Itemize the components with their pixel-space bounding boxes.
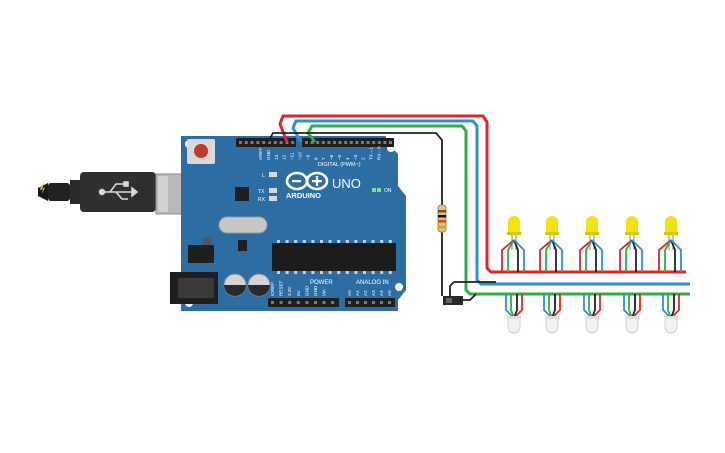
- led-rx-indicator: [269, 196, 277, 201]
- arduino-logo: [285, 171, 329, 191]
- wire-red-main[interactable]: [278, 114, 686, 274]
- led-tx-label: TX: [258, 189, 265, 195]
- pin-label: 5V: [296, 289, 301, 296]
- pin-label: TX→1: [369, 147, 374, 160]
- led-wires-top[interactable]: [658, 239, 682, 272]
- resistor[interactable]: [437, 204, 447, 233]
- pin-label: 7: [321, 157, 326, 160]
- digital-header-label: DIGITAL (PWM~): [318, 162, 361, 168]
- led-tx-indicator: [269, 188, 277, 193]
- atmega-chip: [272, 240, 396, 274]
- analog-label: ANALOG IN: [356, 280, 389, 286]
- usb-chip: [235, 187, 249, 201]
- led-wires-top[interactable]: [579, 239, 603, 272]
- digital-header-right: [302, 138, 394, 147]
- led-wires-bottom[interactable]: [505, 294, 523, 319]
- wire-blue-main[interactable]: [291, 119, 690, 286]
- crystal-oscillator: [218, 216, 268, 234]
- power-header: [268, 298, 339, 307]
- pin-label: AREF: [258, 148, 263, 160]
- led-rgb[interactable]: [625, 316, 639, 334]
- pin-label: ~9: [305, 154, 310, 160]
- led-l-label: L: [262, 173, 265, 179]
- capacitor-1: [223, 273, 247, 297]
- led-array: [501, 216, 682, 334]
- board-brand: UNO: [332, 176, 361, 191]
- slide-switch[interactable]: [443, 281, 496, 305]
- power-jack[interactable]: [170, 272, 218, 304]
- pin-label: A4: [379, 290, 384, 296]
- pin-label: 2: [361, 157, 366, 160]
- pin-label: ~5: [337, 154, 342, 160]
- pin-label: 12: [282, 154, 287, 160]
- on-led: [372, 188, 376, 192]
- led-wires-top[interactable]: [501, 239, 525, 272]
- digital-header-left: [236, 138, 296, 147]
- led-wires-bottom[interactable]: [583, 294, 601, 319]
- wire-green-main[interactable]: [306, 124, 690, 296]
- led-rgb[interactable]: [664, 316, 678, 334]
- pin-label: GND: [266, 149, 271, 160]
- pin-label: A3: [371, 290, 376, 296]
- pin-label: RESET: [279, 280, 284, 296]
- pin-label: A2: [363, 290, 368, 296]
- wire-black-main[interactable]: [267, 132, 443, 296]
- pin-label: GND: [313, 285, 318, 296]
- usb-icon: [98, 181, 139, 200]
- analog-header: [345, 298, 395, 307]
- pin-label: ~11: [290, 152, 295, 160]
- on-label: ON: [384, 188, 392, 194]
- pin-label: Vin: [322, 289, 327, 296]
- pin-label: 4: [345, 157, 350, 160]
- pin-label: ~10: [298, 152, 303, 160]
- pin-label: ~6: [329, 154, 334, 160]
- pin-label: A5: [387, 290, 392, 296]
- pin-label: IOREF: [270, 282, 275, 296]
- capacitor-2: [247, 273, 271, 297]
- pin-label: 8: [313, 157, 318, 160]
- led-wires-top[interactable]: [539, 239, 563, 272]
- led-rx-label: RX: [258, 197, 266, 203]
- voltage-regulator: [188, 237, 214, 263]
- pin-label: A0: [347, 290, 352, 296]
- led-rgb[interactable]: [507, 316, 521, 334]
- led-rgb[interactable]: [585, 316, 599, 334]
- pin-label: ~3: [353, 154, 358, 160]
- reset-button[interactable]: [187, 139, 215, 164]
- pin-label: 13: [274, 154, 279, 160]
- power-label: POWER: [310, 280, 333, 286]
- pin-label: A1: [355, 290, 360, 296]
- led-wires-top[interactable]: [619, 239, 643, 272]
- led-wires-bottom[interactable]: [662, 294, 680, 319]
- pin-label: GND: [304, 285, 309, 296]
- led-wires-bottom[interactable]: [543, 294, 561, 319]
- led-wires-bottom[interactable]: [623, 294, 641, 319]
- led-rgb[interactable]: [545, 316, 559, 334]
- led-l-indicator: [269, 172, 277, 177]
- pin-label: RX←0: [377, 146, 382, 160]
- arduino-name: ARDUINO: [286, 191, 321, 200]
- pin-label: 3.3V: [287, 286, 292, 296]
